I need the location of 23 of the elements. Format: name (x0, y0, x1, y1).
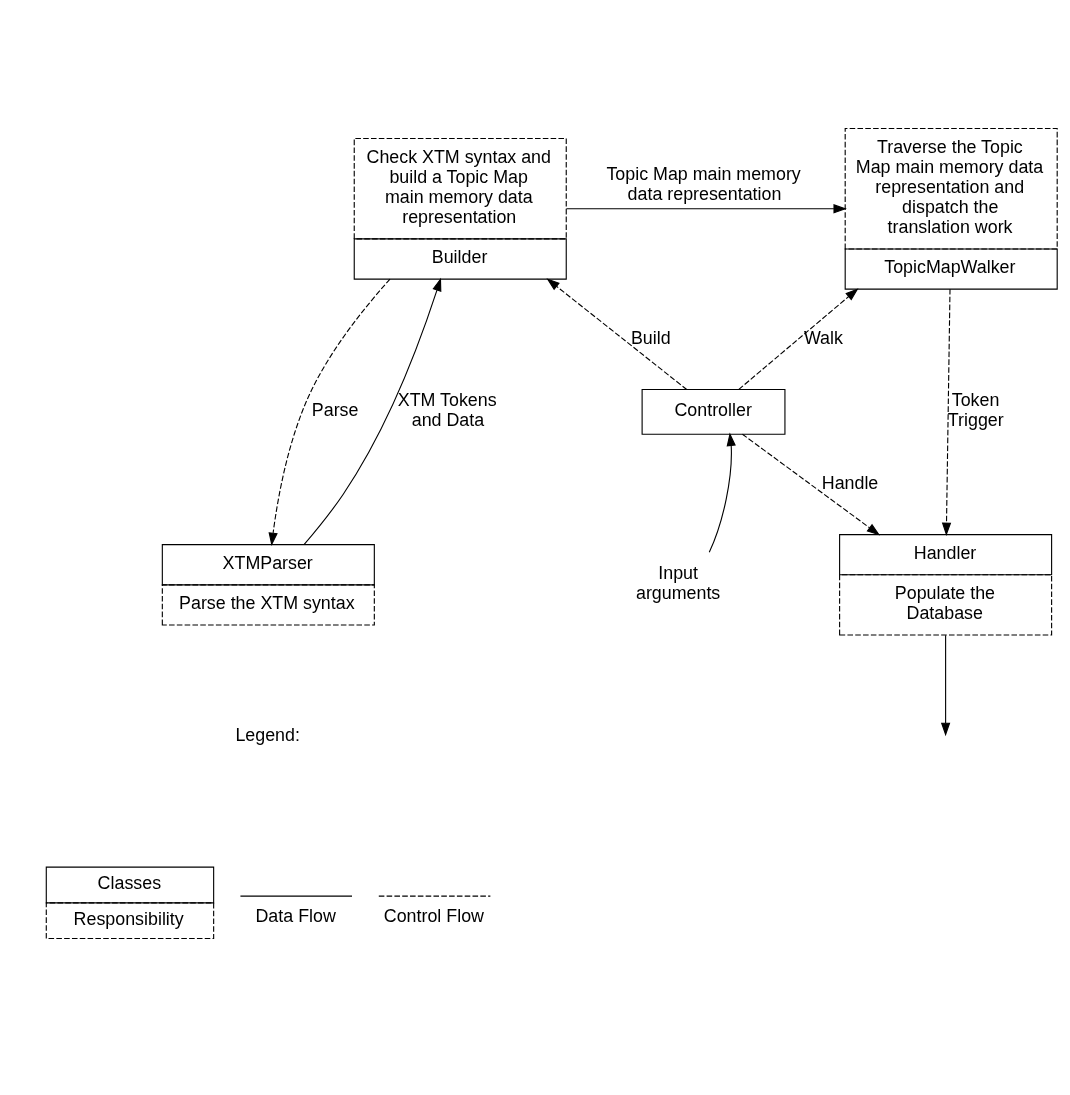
edge-label: Walk (803, 327, 843, 348)
legend-label: Data Flow (255, 905, 336, 926)
arrow (565, 203, 847, 213)
node-text: Input arguments (635, 562, 721, 603)
label: Legend: (235, 724, 300, 745)
arrow (738, 287, 859, 390)
legend-label: Responsibility (73, 908, 184, 929)
legend-label: Control Flow (383, 905, 484, 926)
edge-label: Build (630, 327, 671, 348)
arrow (546, 277, 688, 390)
edge-label: Parse (311, 399, 359, 420)
node-box: Controller (641, 388, 786, 435)
edge-label: Handle (821, 472, 879, 493)
legend-label: Classes (97, 872, 162, 893)
arrow (268, 278, 391, 546)
edge-label: Topic Map main memory data representation (606, 163, 801, 204)
edge-label: Token Trigger (947, 389, 1004, 430)
arrow (941, 288, 952, 536)
edge-label: XTM Tokens and Data (397, 389, 497, 430)
arrow (940, 634, 951, 736)
arrow (741, 433, 881, 536)
arrow (303, 277, 442, 545)
arrow (708, 432, 736, 553)
